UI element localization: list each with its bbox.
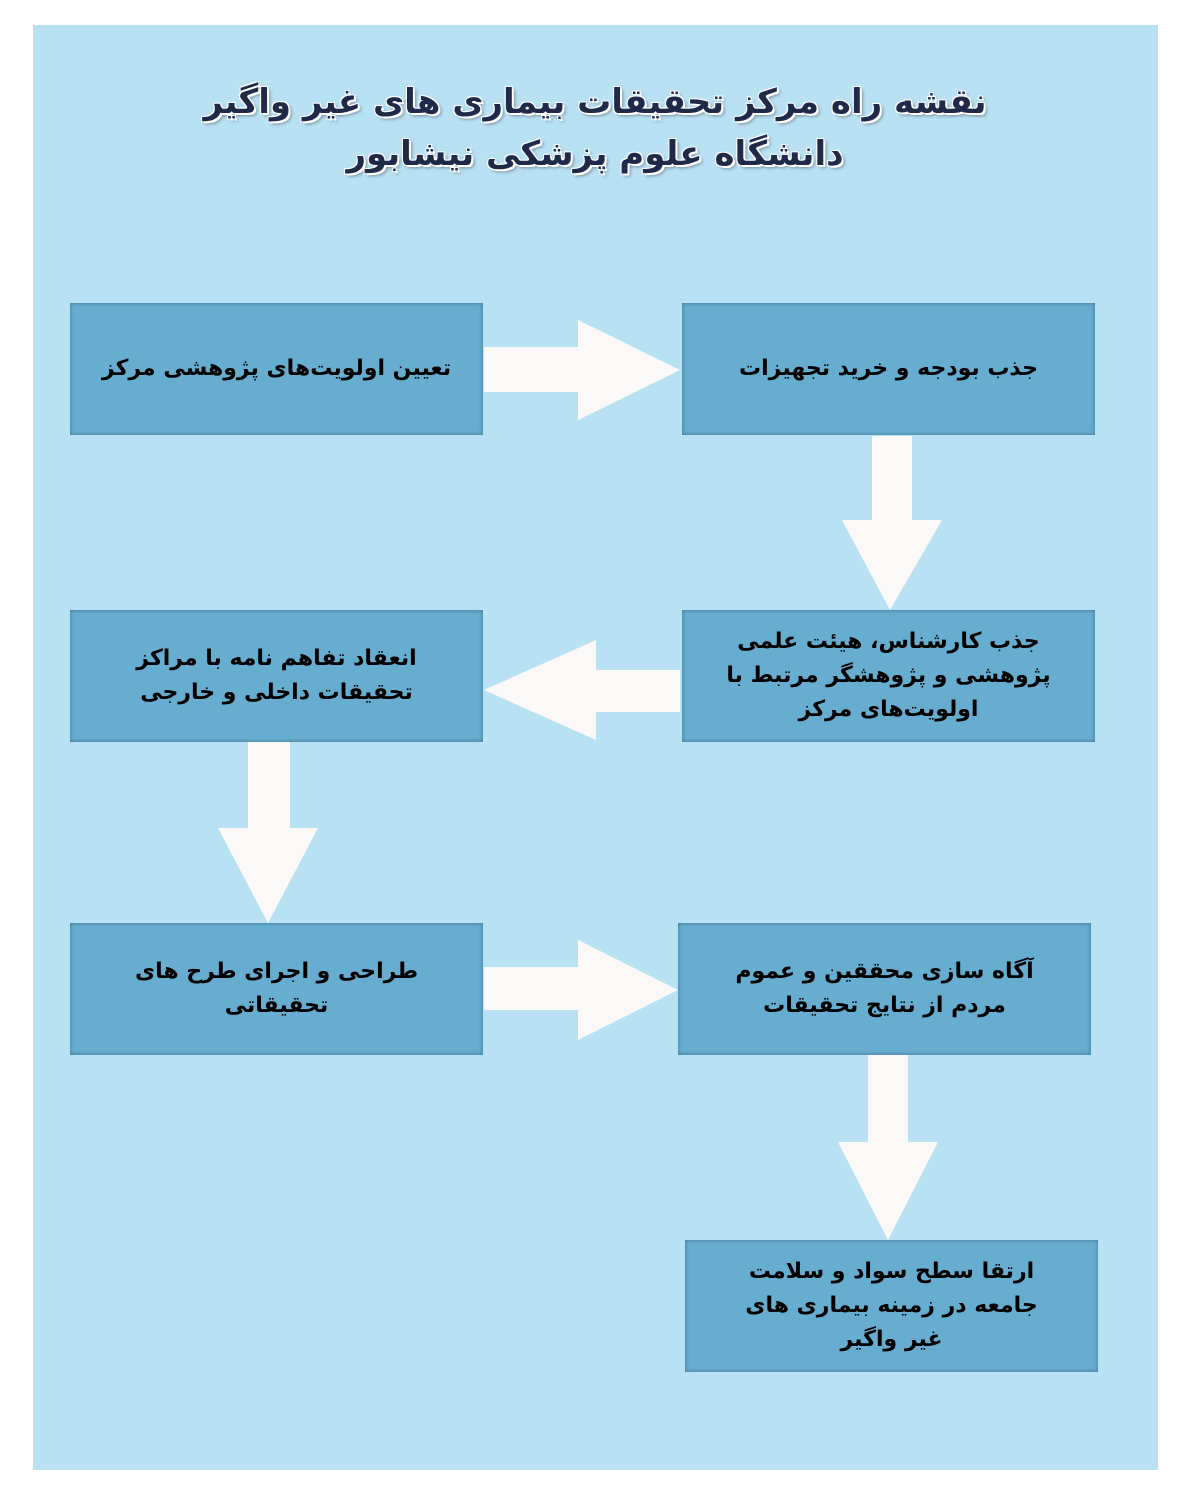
step-box-2: جذب بودجه و خرید تجهیزات: [682, 303, 1095, 435]
arrow-right-2: [484, 940, 678, 1040]
step-box-5: طراحی و اجرای طرح های تحقیقاتی: [70, 923, 483, 1055]
step-box-1: تعیین اولویت‌های پژوهشی مرکز: [70, 303, 483, 435]
arrow-right-1: [484, 320, 680, 420]
title-line-1: نقشه راه مرکز تحقیقات بیماری های غیر واگ…: [203, 82, 987, 122]
step-box-4: انعقاد تفاهم نامه با مراکز تحقیقات داخلی…: [70, 610, 483, 742]
diagram-background: [33, 25, 1158, 1470]
step-box-6: آگاه سازی محققین و عموم مردم از نتایج تح…: [678, 923, 1091, 1055]
arrow-down-1: [842, 436, 942, 610]
step-box-7: ارتقا سطح سواد و سلامت جامعه در زمینه بی…: [685, 1240, 1098, 1372]
title-line-2: دانشگاه علوم پزشکی نیشابور: [346, 134, 844, 174]
arrow-down-2: [218, 742, 318, 923]
step-box-3: جذب کارشناس، هیئت علمی پژوهشی و پژوهشگر …: [682, 610, 1095, 742]
arrow-down-3: [838, 1055, 938, 1240]
arrow-left-1: [484, 640, 680, 740]
